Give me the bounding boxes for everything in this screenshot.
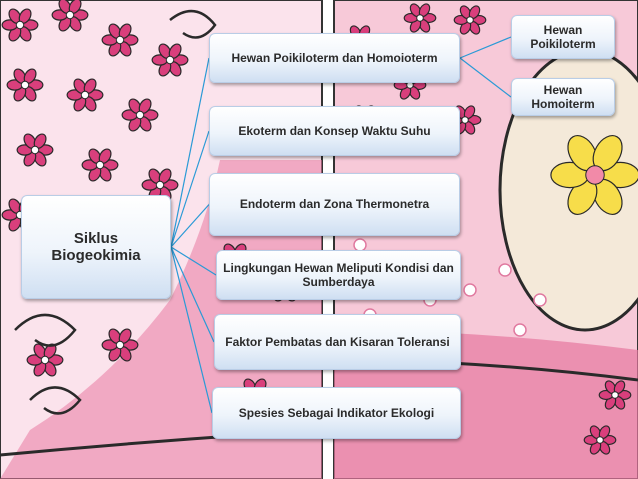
flower-icon xyxy=(16,133,54,167)
flower-icon xyxy=(583,425,617,455)
connector-root-to-branch-5 xyxy=(170,246,213,414)
branch-node-poikiloterm-homoioterm: Hewan Poikiloterm dan Homoioterm xyxy=(209,33,460,83)
leaf-node-label: Hewan Homoiterm xyxy=(531,82,595,111)
branch-node-label: Ekoterm dan Konsep Waktu Suhu xyxy=(238,123,431,138)
flower-icon xyxy=(26,343,64,377)
leaf-node-label: Hewan Poikiloterm xyxy=(530,22,596,51)
root-node-label: Siklus Biogeokimia xyxy=(51,229,141,264)
branch-node-label: Endoterm dan Zona Thermonetra xyxy=(239,197,430,212)
root-node-siklus-biogeokimia: Siklus Biogeokimia xyxy=(21,195,171,299)
branch-node-label: Spesies Sebagai Indikator Ekologi xyxy=(238,405,435,420)
branch-node-lingkungan-hewan: Lingkungan Hewan Meliputi Kondisi dan Su… xyxy=(216,250,461,300)
connector-root-to-branch-2 xyxy=(170,204,210,248)
flower-icon xyxy=(151,43,189,77)
branch-node-endoterm: Endoterm dan Zona Thermonetra xyxy=(209,173,460,236)
flower-icon xyxy=(81,148,119,182)
flower-icon xyxy=(550,135,638,215)
flower-icon xyxy=(453,5,487,35)
branch-node-label: Lingkungan Hewan Meliputi Kondisi dan Su… xyxy=(223,260,454,289)
branch-node-faktor-pembatas: Faktor Pembatas dan Kisaran Toleransi xyxy=(214,314,461,370)
flower-icon xyxy=(121,98,159,132)
connector-root-to-branch-4 xyxy=(170,246,215,343)
connector-branch-to-leaf-0 xyxy=(459,36,512,59)
connector-branch-to-leaf-1 xyxy=(459,57,512,98)
yellow-flower-icon xyxy=(550,135,638,215)
branch-node-ekoterm: Ekoterm dan Konsep Waktu Suhu xyxy=(209,106,460,156)
flower-icon xyxy=(101,23,139,57)
flower-icon xyxy=(598,380,632,410)
flower-icon xyxy=(101,328,139,362)
flower-icon xyxy=(51,0,89,32)
branch-node-spesies-indikator: Spesies Sebagai Indikator Ekologi xyxy=(212,387,461,439)
connector-root-to-branch-1 xyxy=(170,130,210,248)
leaf-node-hewan-poikiloterm: Hewan Poikiloterm xyxy=(511,15,615,59)
branch-node-label: Hewan Poikiloterm dan Homoioterm xyxy=(231,50,438,65)
connector-root-to-branch-3 xyxy=(170,246,217,276)
flower-icon xyxy=(6,68,44,102)
connector-root-to-branch-0 xyxy=(170,57,210,248)
flower-icon xyxy=(1,8,39,42)
flower-icon xyxy=(403,3,437,33)
branch-node-label: Faktor Pembatas dan Kisaran Toleransi xyxy=(225,334,450,349)
flower-icon xyxy=(66,78,104,112)
leaf-node-hewan-homoiterm: Hewan Homoiterm xyxy=(511,78,615,116)
